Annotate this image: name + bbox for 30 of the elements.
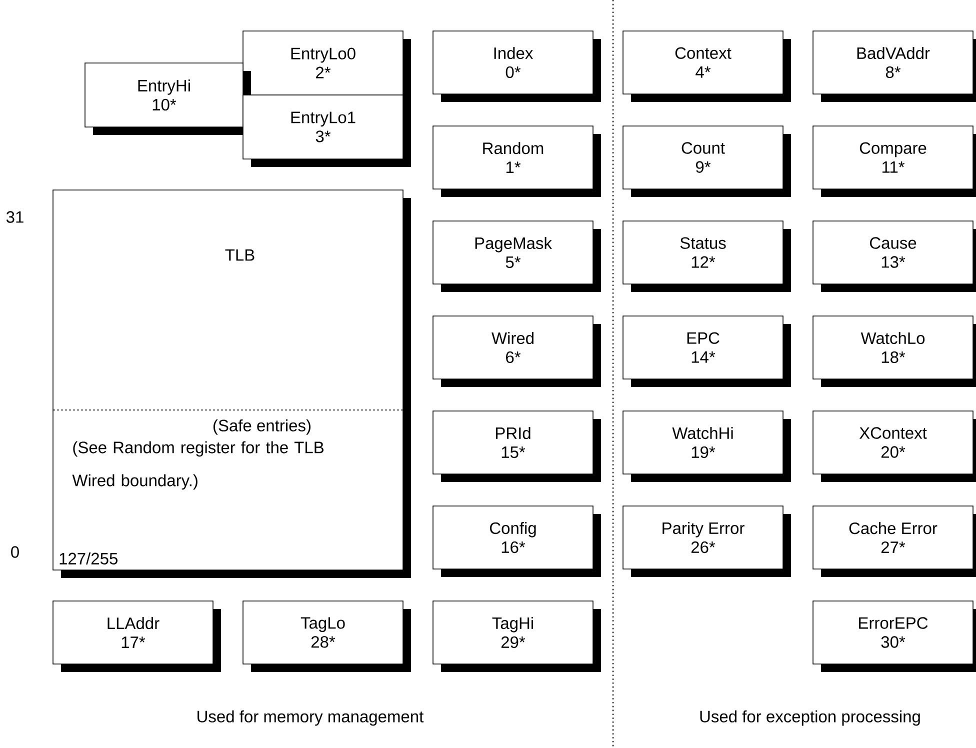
bit-number: 31 bbox=[6, 211, 24, 223]
register-box: Cache Error 27* bbox=[812, 506, 976, 577]
register-box: Count 9* bbox=[622, 126, 791, 197]
group-caption: Used for memory management bbox=[198, 710, 424, 726]
bit-number: 0 bbox=[11, 546, 19, 558]
register-box: Cause 13* bbox=[812, 220, 976, 292]
register-box: WatchHi 19* bbox=[622, 410, 791, 482]
register-box: Index 0* bbox=[432, 30, 601, 102]
register-box: Compare 11* bbox=[812, 126, 976, 197]
register-box: XContext 20* bbox=[812, 410, 976, 482]
register-box: TagHi 29* bbox=[432, 600, 601, 672]
register-box: EPC 14* bbox=[622, 316, 791, 387]
register-box: Random 1* bbox=[432, 126, 601, 197]
register-box: Parity Error 26* bbox=[622, 506, 791, 577]
group-caption: Used for exception processing bbox=[700, 710, 920, 726]
register-box: Status 12* bbox=[622, 220, 791, 292]
register-box: TLB (Safe entries) (See Random register for the TLB Wired boundary.) 127/255 bbox=[52, 190, 411, 578]
register-box: EntryLo1 3* bbox=[242, 94, 411, 167]
register-box: Wired 6* bbox=[432, 316, 601, 387]
register-box: TagLo 28* bbox=[242, 600, 411, 672]
register-box: BadVAddr 8* bbox=[812, 30, 976, 102]
register-box: EntryHi 10* bbox=[84, 62, 251, 135]
register-box: PageMask 5* bbox=[432, 220, 601, 292]
register-box: ErrorEPC 30* bbox=[812, 600, 976, 672]
register-box: Context 4* bbox=[622, 30, 791, 102]
register-box: LLAddr 17* bbox=[52, 600, 221, 672]
register-box: Config 16* bbox=[432, 506, 601, 577]
register-box: WatchLo 18* bbox=[812, 316, 976, 387]
register-box: EntryLo0 2* bbox=[242, 30, 411, 103]
register-box: PRId 15* bbox=[432, 410, 601, 482]
